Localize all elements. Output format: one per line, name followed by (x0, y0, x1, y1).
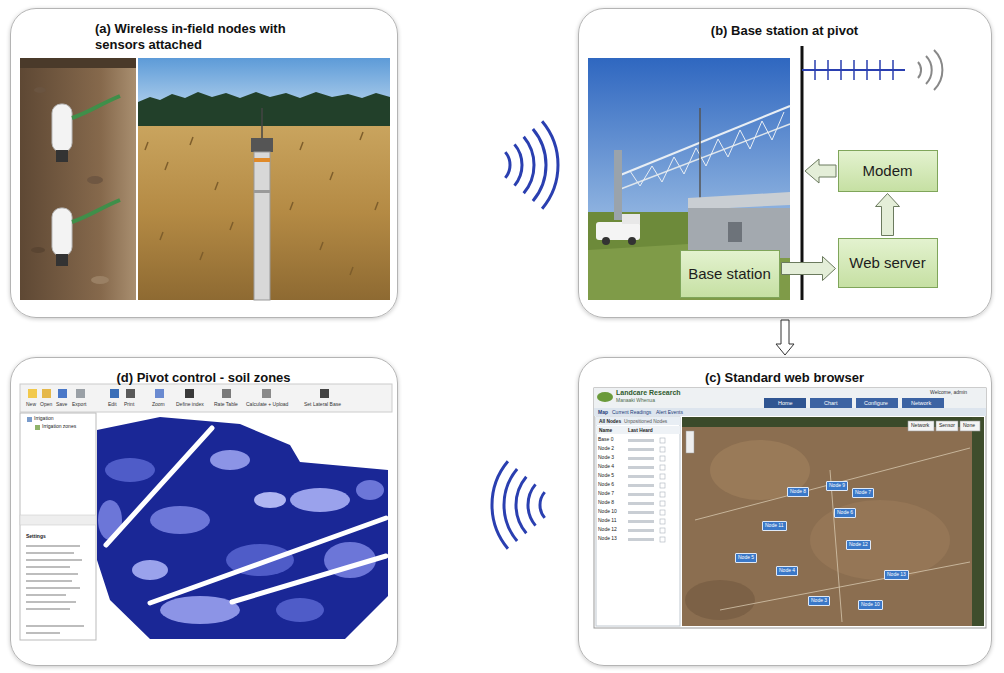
ui-label: Node 11 (598, 518, 617, 524)
box-label: Web server (849, 254, 925, 271)
ui-label: Irrigation (34, 416, 53, 422)
field-photo (138, 58, 390, 300)
browser-screenshot (594, 388, 986, 628)
photo-panel: (b) Base station at pivotModemBase stati… (578, 8, 992, 318)
ui-label: Configure (864, 400, 888, 406)
ui-label: Node 5 (598, 473, 614, 479)
ui-label: Node 7 (598, 491, 614, 497)
ui-label: Name (599, 428, 612, 434)
ui-label: Irrigation zones (42, 424, 76, 430)
node-marker: Node 10 (858, 600, 883, 610)
ui-label: Node 2 (598, 446, 614, 452)
trench-photo (20, 58, 136, 300)
ui-label: Alert Events (656, 410, 683, 416)
panel-title: (a) Wireless in-field nodes with sensors… (95, 21, 317, 53)
node-marker: Node 9 (826, 481, 848, 491)
ui-label: Node 6 (598, 482, 614, 488)
ui-label: Edit (108, 402, 117, 408)
block-arrow (782, 257, 836, 281)
photo-panel: (a) Wireless in-field nodes with sensors… (10, 8, 398, 318)
ui-label: Current Readings (612, 410, 651, 416)
node-marker: Node 12 (846, 540, 871, 550)
block-arrow (876, 194, 900, 236)
process-box: Web server (838, 238, 938, 288)
panel-title: (b) Base station at pivot (579, 23, 990, 39)
ui-label: Rate Table (214, 402, 238, 408)
ui-label: Last Heard (628, 428, 653, 434)
ui-label: Welcome, admin (930, 390, 967, 396)
box-label: Base station (688, 265, 771, 282)
pivot-photo (588, 58, 790, 300)
ui-label: Print (124, 402, 134, 408)
ui-label: Node 12 (598, 527, 617, 533)
block-arrow (776, 320, 794, 355)
ui-label: Home (778, 400, 793, 406)
ui-label: Node 8 (598, 500, 614, 506)
ui-label: Define index (176, 402, 204, 408)
ui-label: Node 10 (598, 509, 617, 515)
pivot-control-screenshot (20, 384, 392, 640)
ui-label: Network (911, 400, 931, 406)
ui-label: Node 3 (598, 455, 614, 461)
node-marker: Node 6 (834, 508, 856, 518)
wireless-waves (492, 461, 545, 548)
ui-label: Chart (824, 400, 837, 406)
ui-label: All Nodes (599, 419, 621, 425)
panel-title: (c) Standard web browser (579, 370, 990, 386)
ui-label: Export (72, 402, 86, 408)
node-marker: Node 8 (787, 487, 809, 497)
node-marker: Node 4 (776, 566, 798, 576)
panel-title: (d) Pivot control - soil zones (11, 370, 396, 386)
ui-label: Network (911, 423, 929, 429)
ui-label: Save (56, 402, 67, 408)
ui-label: Sensor (939, 423, 955, 429)
process-box: Base station (680, 250, 780, 298)
ui-label: None (963, 423, 975, 429)
wireless-waves (505, 121, 558, 208)
ui-label: Settings (26, 534, 46, 540)
ui-label: Base 0 (598, 437, 614, 443)
ui-label: Zoom (152, 402, 165, 408)
ui-label: Node 13 (598, 536, 617, 542)
ui-label: Unpositioned Nodes (624, 419, 667, 425)
ui-label: Set Lateral Base (304, 402, 341, 408)
node-marker: Node 5 (735, 553, 757, 563)
node-marker: Node 7 (852, 488, 874, 498)
ui-label: Calculate + Upload (246, 402, 288, 408)
ui-label: Landcare Research (616, 389, 681, 397)
ui-label: Open (40, 402, 52, 408)
ui-label: Manaaki Whenua (616, 398, 655, 404)
ui-label: Map (598, 410, 608, 416)
process-box: Modem (838, 150, 938, 192)
box-label: Modem (862, 162, 912, 179)
node-marker: Node 13 (884, 570, 909, 580)
ui-label: New (26, 402, 36, 408)
node-marker: Node 3 (808, 596, 830, 606)
ui-label: Node 4 (598, 464, 614, 470)
node-marker: Node 11 (762, 521, 787, 531)
